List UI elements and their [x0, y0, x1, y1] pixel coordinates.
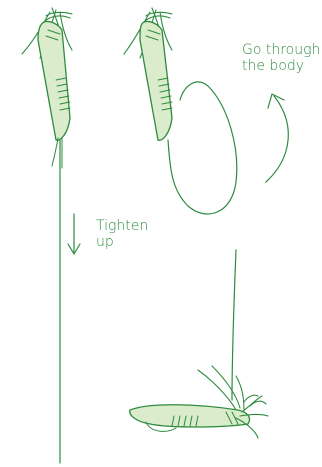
tighten-line-2: up: [96, 234, 148, 250]
fly-step-1: [22, 8, 72, 463]
fly-body-left: [38, 21, 70, 140]
thread-line-bottom: [232, 250, 236, 400]
curved-arrow: [266, 94, 288, 182]
go-through-line-1: Go through: [242, 42, 320, 58]
go-through-line-2: the body: [242, 58, 320, 74]
tighten-up-label: Tighten up: [96, 218, 148, 250]
fly-step-3: [130, 250, 268, 438]
thread-loop: [168, 82, 237, 214]
fly-step-2: [124, 8, 237, 214]
go-through-body-label: Go through the body: [242, 42, 320, 74]
down-arrow: [68, 214, 80, 254]
tighten-line-1: Tighten: [96, 218, 148, 234]
